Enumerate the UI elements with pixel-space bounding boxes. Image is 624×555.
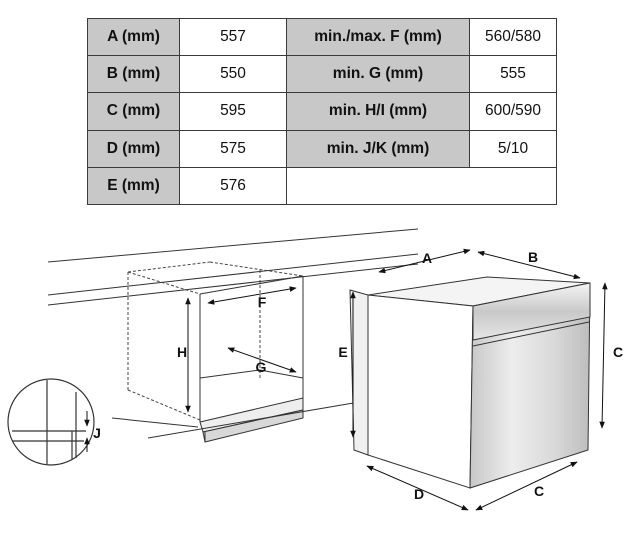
label-d: D: [414, 486, 424, 502]
label-g: G: [256, 359, 267, 375]
dim-label-g: min. G (mm): [286, 55, 470, 94]
dim-value-b: 550: [179, 55, 287, 94]
dim-value-jk: 5/10: [469, 129, 557, 168]
label-j: J: [93, 425, 101, 441]
dim-label-d: D (mm): [87, 129, 180, 168]
dim-label-a: A (mm): [87, 17, 180, 57]
table-row: B (mm) 550 min. G (mm) 555: [87, 55, 557, 94]
label-e: E: [338, 344, 347, 360]
label-f: F: [258, 294, 267, 310]
dim-value-d: 575: [179, 129, 287, 168]
table-row: A (mm) 557 min./max. F (mm) 560/580: [87, 17, 557, 57]
label-b: B: [528, 249, 538, 265]
dim-label-b: B (mm): [87, 55, 180, 94]
dimensions-table: A (mm) 557 min./max. F (mm) 560/580 B (m…: [87, 17, 557, 206]
dim-value-hi: 600/590: [469, 92, 557, 131]
table-row: D (mm) 575 min. J/K (mm) 5/10: [87, 129, 557, 168]
dim-value-e: 576: [179, 166, 287, 206]
table-row: E (mm) 576: [87, 166, 557, 206]
label-c-bottom: C: [534, 483, 544, 499]
label-h: H: [177, 344, 187, 360]
table-row: C (mm) 595 min. H/I (mm) 600/590: [87, 92, 557, 131]
label-c-side: C: [613, 344, 623, 360]
detail-j-magnifier: [7, 378, 95, 466]
dim-label-hi: min. H/I (mm): [286, 92, 470, 131]
dim-value-c: 595: [179, 92, 287, 131]
dim-label-e: E (mm): [87, 166, 180, 206]
label-a: A: [422, 250, 432, 266]
dim-label-jk: min. J/K (mm): [286, 129, 470, 168]
dim-label-c: C (mm): [87, 92, 180, 131]
dim-value-g: 555: [469, 55, 557, 94]
empty-cell: [286, 166, 557, 206]
oven-drawing: [349, 276, 591, 489]
dim-value-f: 560/580: [469, 17, 557, 57]
